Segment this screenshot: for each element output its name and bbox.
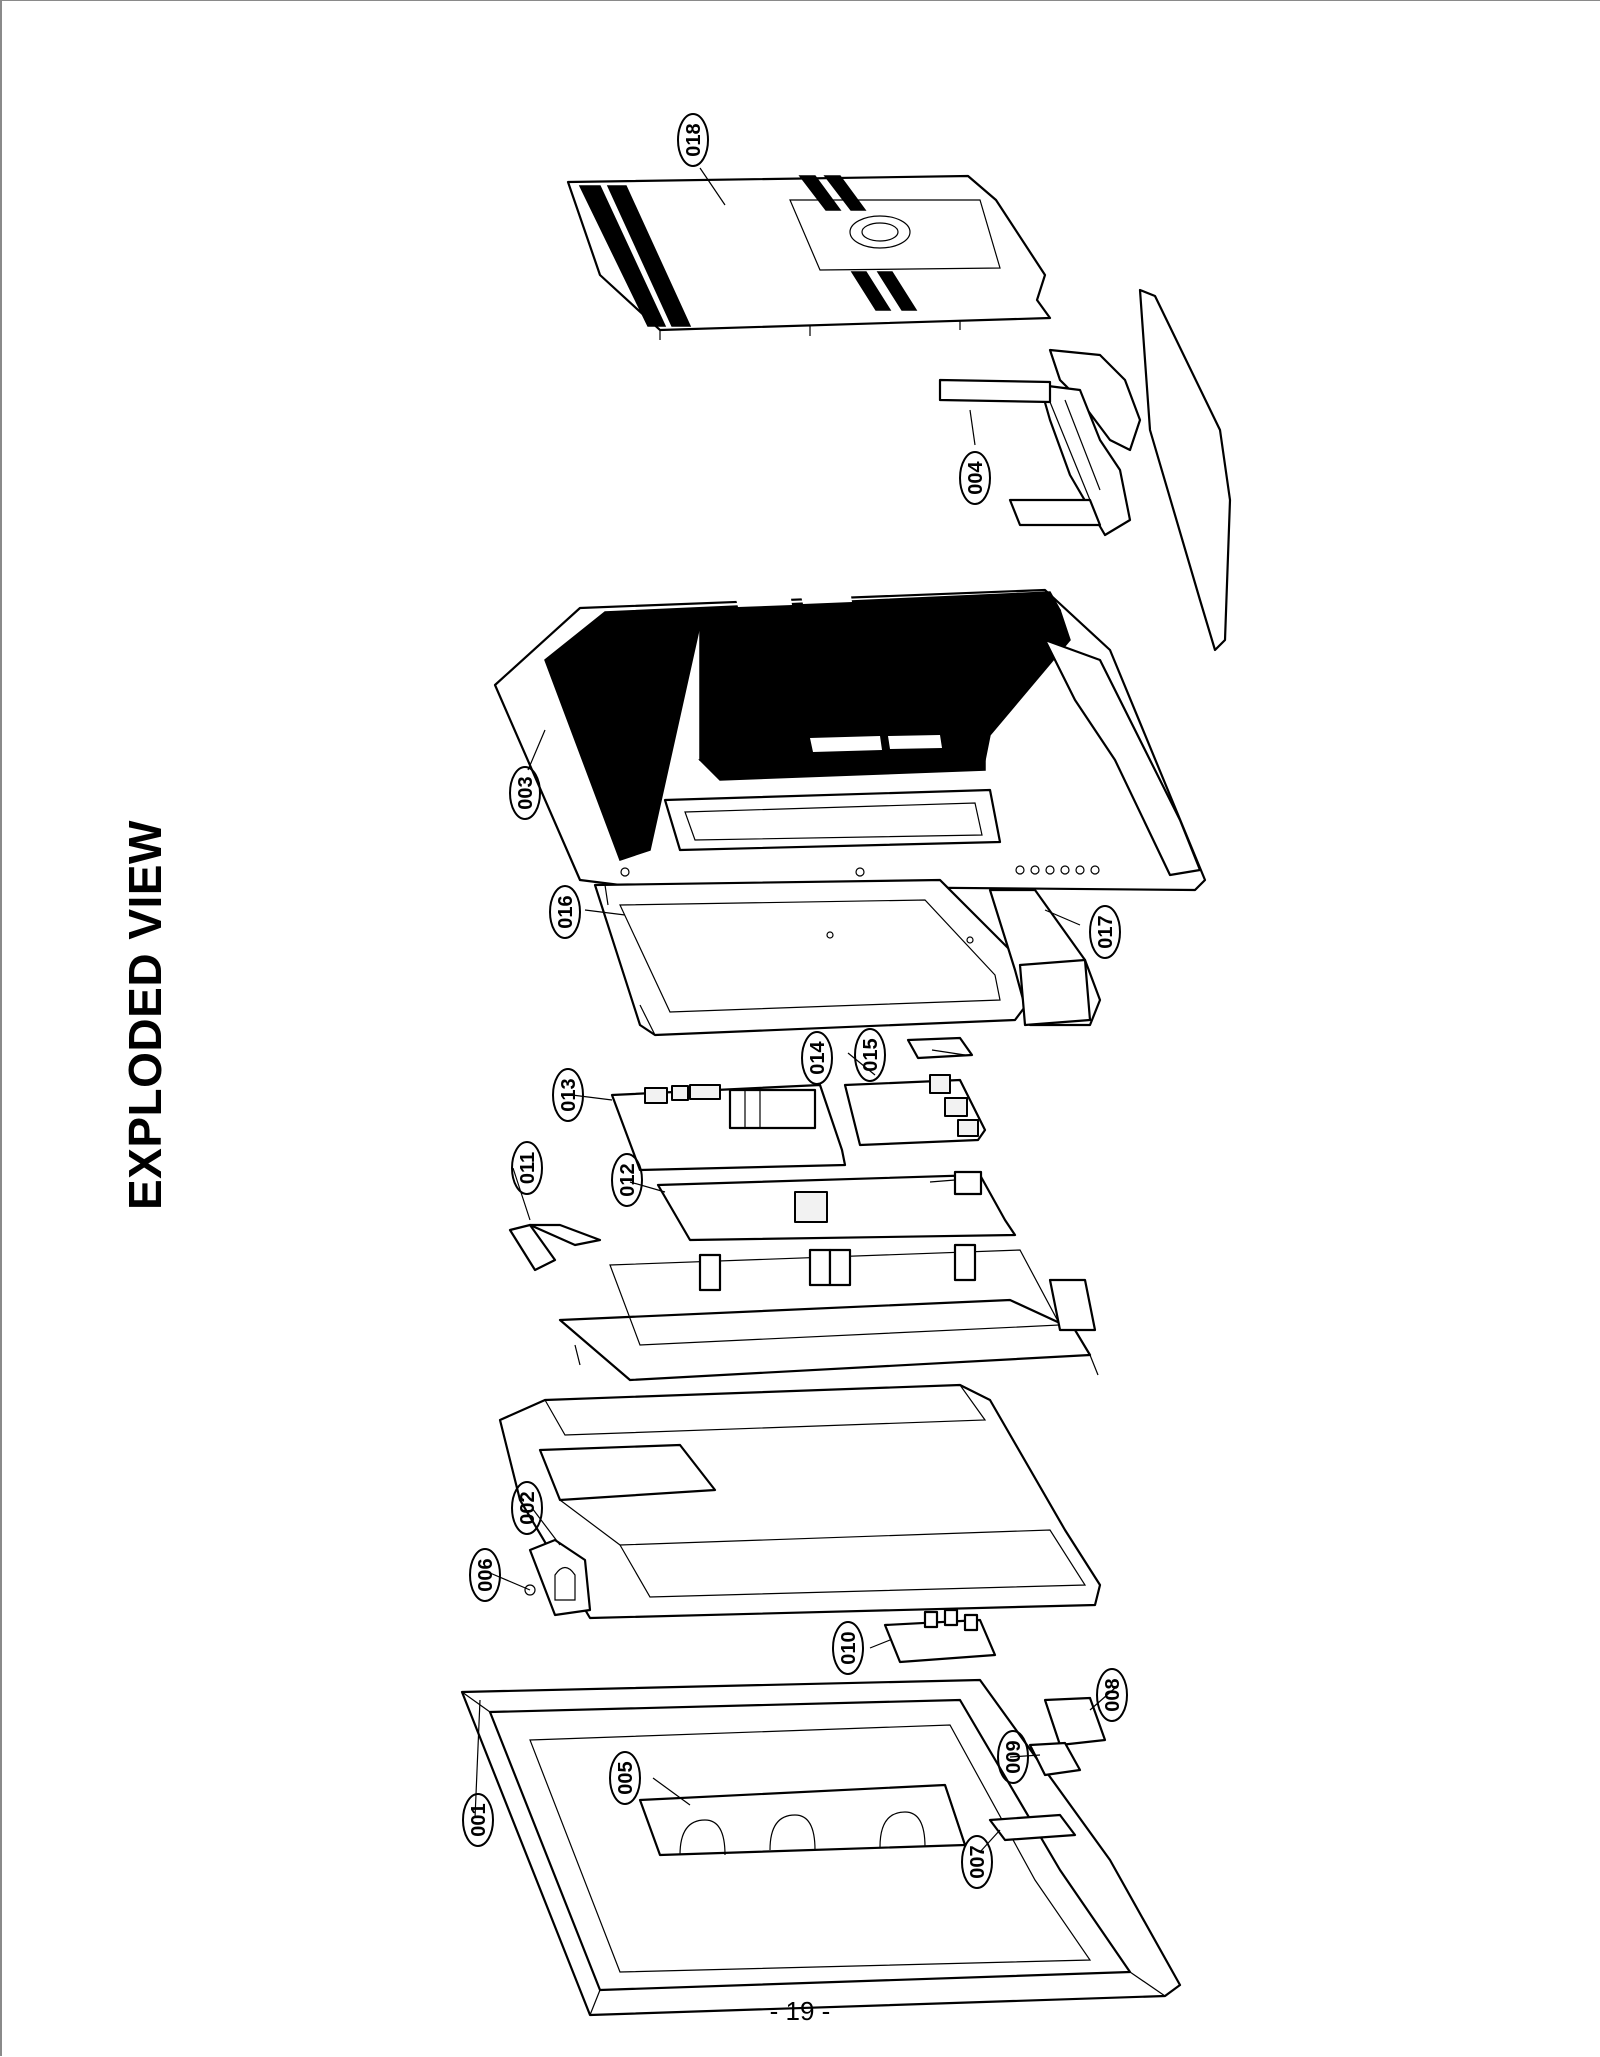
part-sub-board <box>843 1074 987 1147</box>
callout-008: 008 <box>1096 1668 1128 1722</box>
callout-012: 012 <box>611 1153 643 1207</box>
svg-text:016: 016 <box>555 895 577 928</box>
svg-text:014: 014 <box>807 1040 829 1074</box>
part-stand <box>938 288 1232 652</box>
svg-text:009: 009 <box>1003 1740 1025 1773</box>
callout-015: 015 <box>854 1028 886 1082</box>
part-back-cover <box>566 174 1052 340</box>
page-number: - 19 - <box>769 1996 831 2026</box>
callout-005: 005 <box>609 1751 641 1805</box>
part-small-bracket <box>988 888 1102 1027</box>
part-small-bracket-006 <box>524 1538 592 1617</box>
callout-010: 010 <box>832 1621 864 1675</box>
part-bracket-009 <box>1028 1741 1082 1777</box>
svg-text:006: 006 <box>475 1558 497 1591</box>
callout-007: 007 <box>961 1835 993 1889</box>
svg-text:004: 004 <box>965 460 987 494</box>
part-control-board <box>883 1608 997 1664</box>
part-power-board <box>656 1170 1017 1242</box>
svg-text:007: 007 <box>967 1845 989 1878</box>
svg-text:001: 001 <box>468 1803 490 1836</box>
part-small-pcb <box>906 1036 974 1060</box>
callout-001: 001 <box>462 1793 494 1847</box>
callout-017: 017 <box>1089 905 1121 959</box>
svg-text:003: 003 <box>515 776 537 809</box>
callout-004: 004 <box>959 451 991 505</box>
part-main-shield <box>593 878 1032 1037</box>
callout-014: 014 <box>801 1031 833 1085</box>
callout-016: 016 <box>549 885 581 939</box>
svg-text:010: 010 <box>838 1631 860 1664</box>
part-rear-housing <box>493 588 1207 892</box>
svg-text:002: 002 <box>517 1491 539 1524</box>
part-chassis-bracket <box>508 1223 1099 1382</box>
svg-text:017: 017 <box>1095 915 1117 948</box>
svg-text:011: 011 <box>517 1152 539 1184</box>
callout-011: 011 <box>511 1141 543 1195</box>
svg-text:008: 008 <box>1102 1678 1124 1711</box>
part-main-board <box>610 1083 847 1172</box>
svg-text:005: 005 <box>615 1761 637 1794</box>
callout-003: 003 <box>509 766 541 820</box>
svg-text:015: 015 <box>860 1038 882 1071</box>
svg-text:013: 013 <box>558 1078 580 1111</box>
callout-009: 009 <box>997 1730 1029 1784</box>
callout-013: 013 <box>552 1068 584 1122</box>
leader-lines <box>474 167 1116 1853</box>
svg-text:012: 012 <box>617 1163 639 1196</box>
callout-002: 002 <box>511 1481 543 1535</box>
part-bracket-007 <box>988 1813 1077 1842</box>
svg-text:018: 018 <box>683 123 705 156</box>
part-lcd-panel <box>498 1383 1102 1620</box>
callout-006: 006 <box>469 1548 501 1602</box>
callout-018: 018 <box>677 113 709 167</box>
